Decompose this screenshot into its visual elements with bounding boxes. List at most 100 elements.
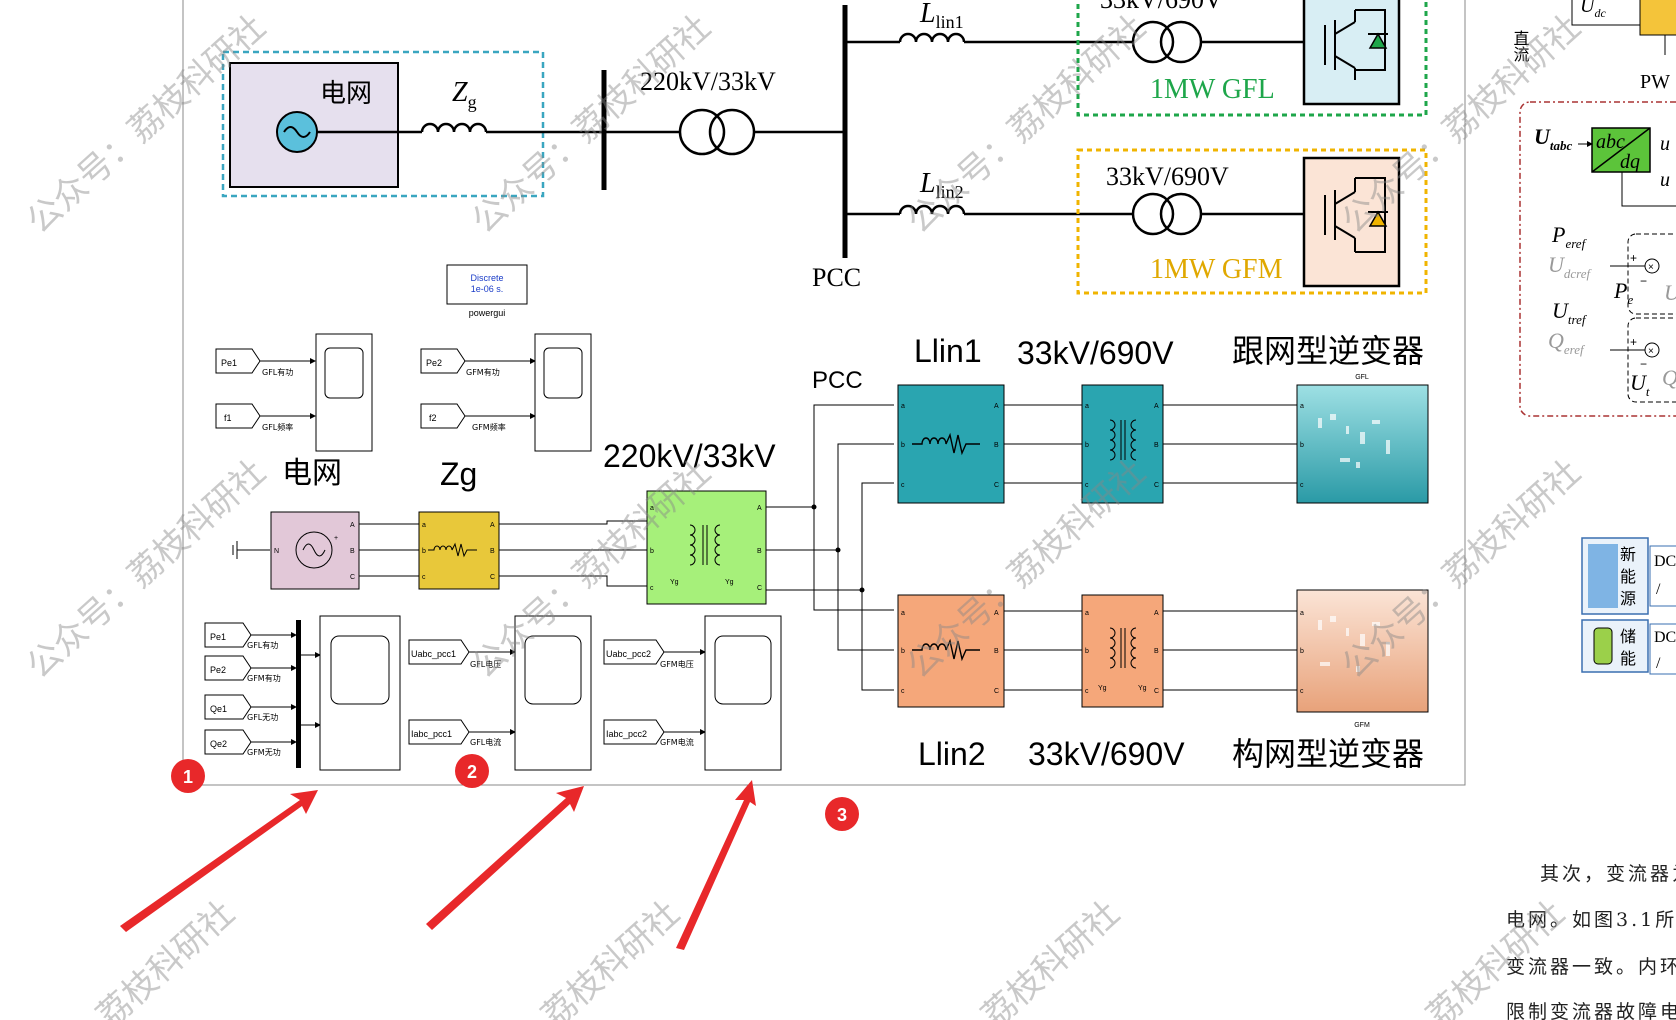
svg-text:GFM电流: GFM电流 (660, 737, 694, 747)
powergui-line2: 1e-06 s. (471, 284, 504, 294)
svg-text:C: C (757, 585, 762, 592)
tx-winding-icon (689, 524, 696, 566)
goto-pe1[interactable] (215, 348, 261, 374)
sig-gfm-freq: GFM频率 (472, 422, 506, 432)
llin2-subscript: lin2 (936, 182, 964, 202)
watermark-11: 荔枝科研社 (974, 893, 1127, 1020)
storage-block (1581, 619, 1649, 673)
goto-uabc-pcc2[interactable] (603, 639, 665, 665)
svg-text:A: A (994, 610, 999, 617)
utref-sub: tref (1568, 312, 1588, 327)
plus-2: + (1630, 335, 1637, 349)
zg-label: Z (452, 77, 468, 108)
gfm-block-name: GFM (1354, 722, 1370, 729)
llin2-inductor-icon (898, 204, 966, 215)
utabc-label: U (1534, 124, 1551, 149)
svg-text:Zg: Zg (452, 77, 477, 112)
u-right: U (1664, 280, 1676, 305)
goto-pe2-b[interactable] (204, 655, 252, 681)
peref-sub: eref (1565, 236, 1587, 251)
llin2-block[interactable] (897, 594, 1005, 708)
svg-text:a: a (1085, 403, 1089, 410)
para-line-4: 限制变流器故障电 (1506, 1001, 1676, 1020)
svg-text:Iabc_pcc2: Iabc_pcc2 (606, 729, 647, 739)
svg-text:c: c (650, 585, 654, 592)
svg-text:C: C (994, 688, 999, 695)
goto-uabc-pcc1[interactable] (408, 639, 470, 665)
source-sine-icon (295, 531, 333, 569)
gfl-transformer-label: 33kV/690V (1100, 0, 1223, 14)
ut-2: u (1660, 169, 1670, 191)
svg-text:Yg: Yg (725, 579, 734, 586)
svg-text:B: B (757, 548, 762, 555)
goto-f2[interactable] (420, 403, 466, 429)
svg-text:b: b (1085, 648, 1089, 655)
svg-text:Pe2: Pe2 (210, 665, 226, 675)
svg-text:Utabc: Utabc (1534, 124, 1573, 153)
three-phase-source-block[interactable] (270, 511, 360, 590)
qeref-sub: eref (1564, 342, 1586, 357)
dc-2: DC (1654, 629, 1676, 646)
svg-text:Qeref: Qeref (1548, 328, 1586, 357)
goto-qe1[interactable] (204, 694, 252, 720)
goto-qe2[interactable] (204, 729, 252, 755)
arrow-2 (426, 786, 584, 930)
para-line-1: 其次，变流器为 (1540, 863, 1676, 885)
powergui-name: powergui (469, 308, 506, 318)
marker-2 (455, 754, 489, 788)
udc-label: U (1580, 0, 1596, 17)
powergui-block[interactable] (446, 264, 528, 305)
svg-text:c: c (422, 574, 426, 581)
powergui-line1: Discrete (470, 273, 503, 283)
gfl-name: 1MW GFL (1150, 74, 1275, 105)
minus-2: − (1640, 357, 1647, 371)
new-energy-3: 源 (1620, 589, 1636, 608)
svg-text:C: C (1154, 688, 1159, 695)
slash-2: / (1656, 655, 1661, 672)
rl-icon (428, 542, 477, 558)
goto-pe2[interactable] (420, 348, 466, 374)
dc-1: DC (1654, 553, 1676, 570)
pe-sub: e (1627, 292, 1633, 307)
svg-text:c: c (901, 688, 905, 695)
slash-1: / (1656, 581, 1661, 598)
svg-text:A: A (994, 403, 999, 410)
zg-inductor-icon (420, 122, 488, 133)
gfm-subsystem-icon (1318, 616, 1390, 672)
pin-plus: + (334, 535, 338, 542)
gfl-group-box (1076, 0, 1428, 117)
goto-iabc-pcc2[interactable] (603, 719, 665, 745)
gfm-inverter-block[interactable] (1296, 589, 1429, 713)
qeref-label: Q (1548, 328, 1564, 353)
gfl-transformer-block[interactable] (1081, 384, 1164, 504)
llin1-inductor-icon (898, 32, 966, 43)
goto-f1[interactable] (215, 403, 261, 429)
control-panel: 直流 Udc PW abc dq Utabc u u Peref Udcref … (1511, 0, 1676, 675)
svg-text:Qe2: Qe2 (210, 739, 227, 749)
goto-pe1-label: Pe1 (221, 358, 237, 368)
gfl-block-name: GFL (1355, 374, 1369, 381)
goto-pe2-label: Pe2 (426, 358, 442, 368)
arrow-3 (676, 780, 756, 950)
svg-text:3: 3 (837, 805, 847, 825)
svg-text:a: a (901, 610, 905, 617)
abc-label: abc (1596, 131, 1625, 153)
udcref-sub: dcref (1564, 266, 1593, 281)
gfm-transformer-block[interactable] (1081, 594, 1164, 708)
goto-f1-label: f1 (224, 413, 232, 423)
udcref-label: U (1548, 252, 1566, 277)
svg-text:a: a (650, 505, 654, 512)
sim-grid-title: 电网 (282, 456, 342, 491)
svg-text:GFL有功: GFL有功 (247, 640, 278, 650)
pcc-label: PCC (812, 263, 861, 292)
svg-text:a: a (1085, 610, 1089, 617)
llin2-label: L (919, 168, 936, 199)
svg-text:Pe1: Pe1 (210, 632, 226, 642)
sim-tx-title: 220kV/33kV (603, 438, 776, 474)
controller-box (1519, 101, 1676, 417)
svg-text:Qe1: Qe1 (210, 704, 227, 714)
goto-iabc-pcc1[interactable] (408, 719, 470, 745)
dc-label: 直流 (1511, 30, 1530, 63)
goto-pe1-b[interactable] (204, 622, 252, 648)
svg-text:×: × (1648, 262, 1654, 273)
